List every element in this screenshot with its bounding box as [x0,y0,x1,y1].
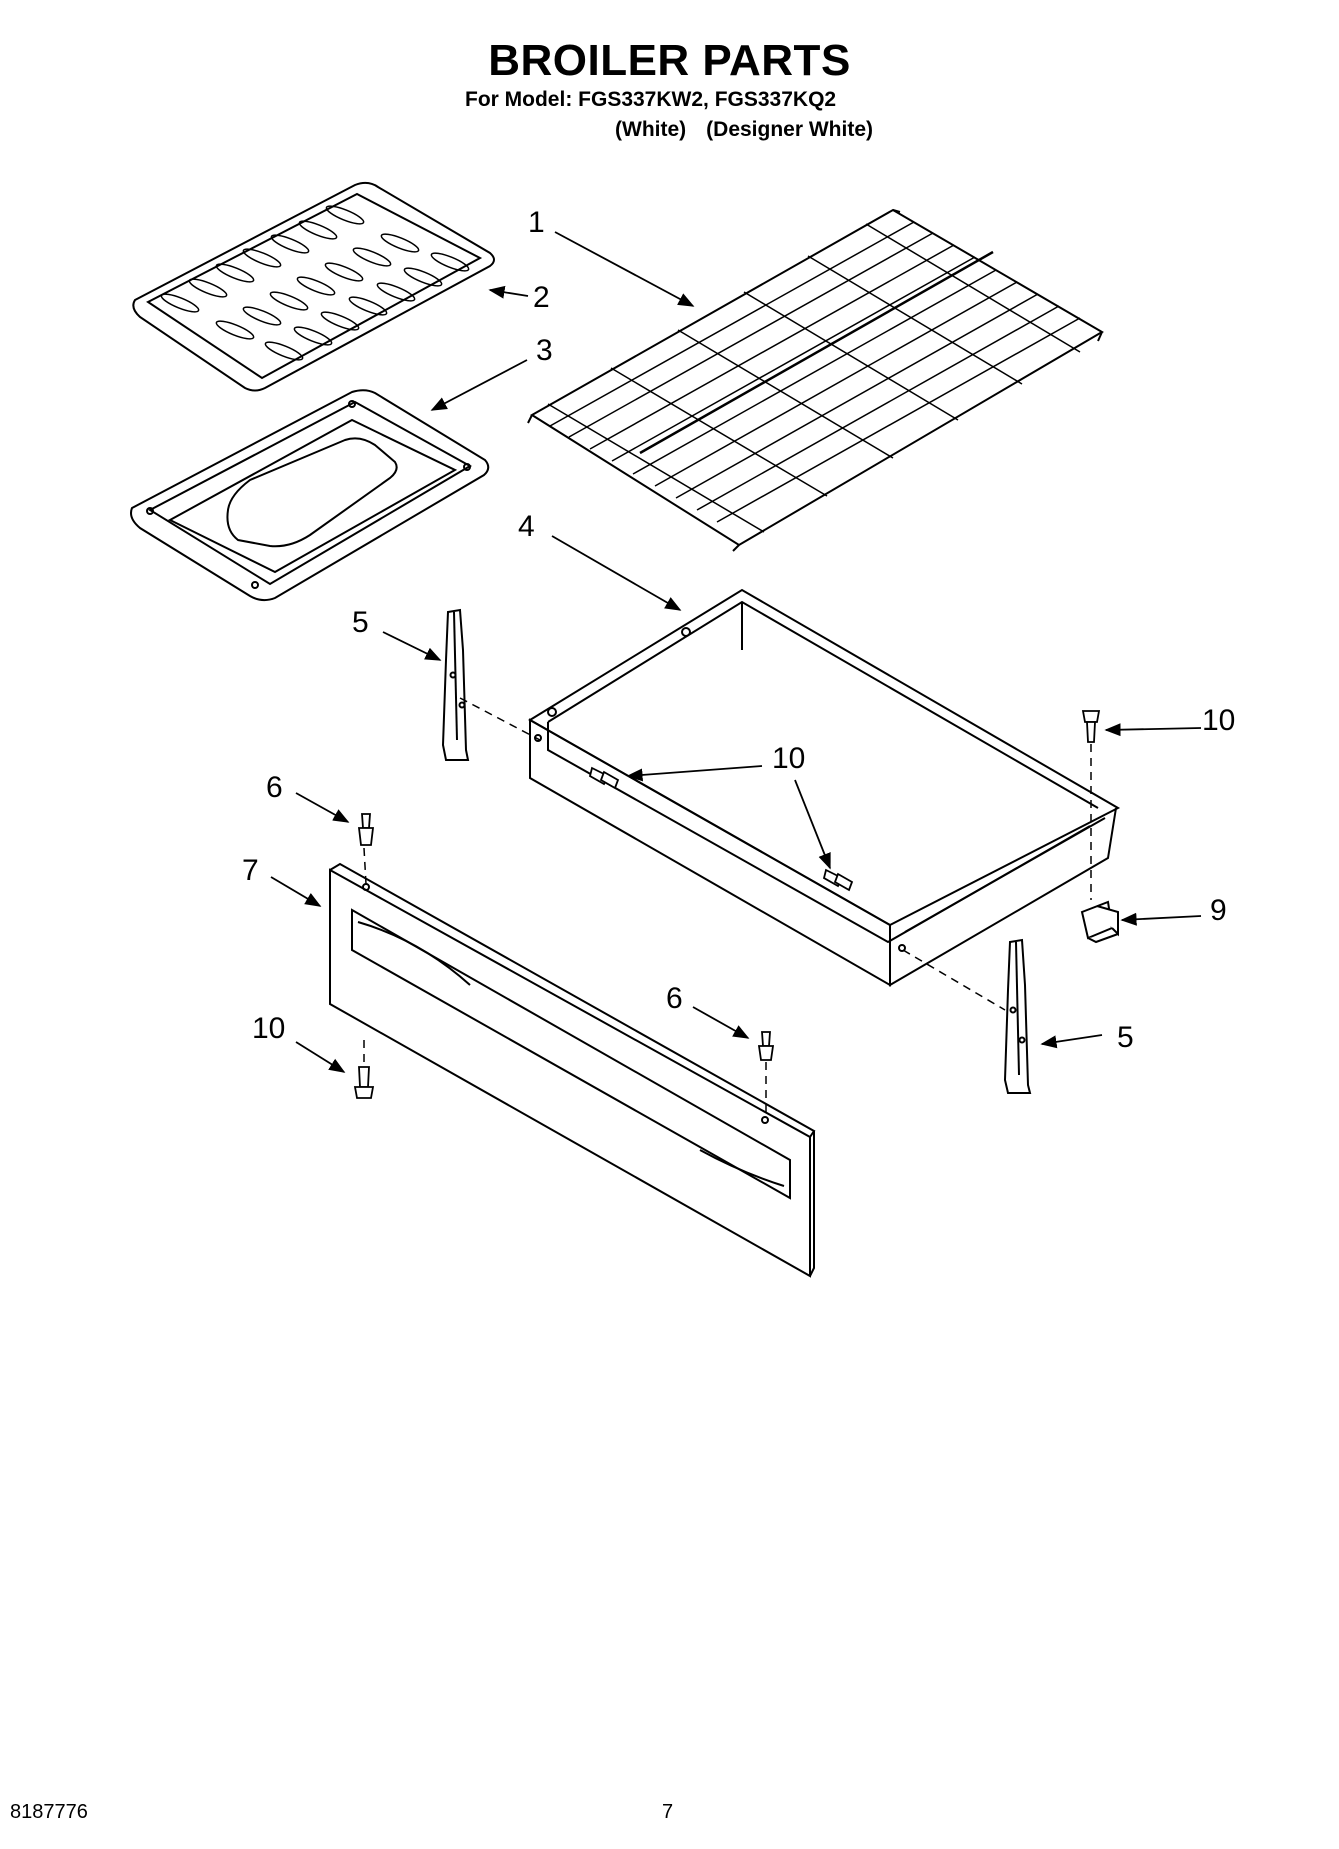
callout-4: 4 [518,510,535,543]
oven-rack [527,208,1104,552]
callout-3: 3 [536,334,553,367]
color-white: (White) [615,118,687,141]
broiler-pan [130,389,490,602]
clip-9 [1080,900,1119,944]
color-line: (White) (Designer White) [615,118,873,142]
callout-7: 7 [242,854,259,887]
drawer-front-panel [329,862,816,1278]
callout-5-right: 5 [1117,1021,1134,1054]
screw-10-drawer-mid [822,868,854,892]
page-number: 7 [662,1801,674,1823]
assembly-lines [363,697,1092,1118]
callout-5-left: 5 [352,606,369,639]
broiler-grid [132,181,495,392]
screw-10-drawer-right [1081,710,1101,743]
stud-6-right [757,1031,775,1061]
callout-1: 1 [528,206,545,239]
slide-bracket-left [441,608,470,761]
callout-2: 2 [533,281,550,314]
callout-leaders [270,231,1202,1073]
screw-10-drawer-left [588,766,620,790]
stud-6-left [357,813,375,846]
page-title: BROILER PARTS [488,36,851,85]
callout-9: 9 [1210,894,1227,927]
callout-10-panel: 10 [252,1012,285,1045]
callout-6-right: 6 [666,982,683,1015]
broiler-drawer [528,588,1121,987]
document-number: 8187776 [10,1801,88,1823]
model-line: For Model: FGS337KW2, FGS337KQ2 [465,88,837,111]
slide-bracket-right [1003,938,1032,1094]
screw-10-panel [353,1066,375,1099]
callout-6-left: 6 [266,771,283,804]
color-designer-white: (Designer White) [706,118,873,141]
callout-10-middle: 10 [772,742,805,775]
callout-10-right: 10 [1202,704,1235,737]
